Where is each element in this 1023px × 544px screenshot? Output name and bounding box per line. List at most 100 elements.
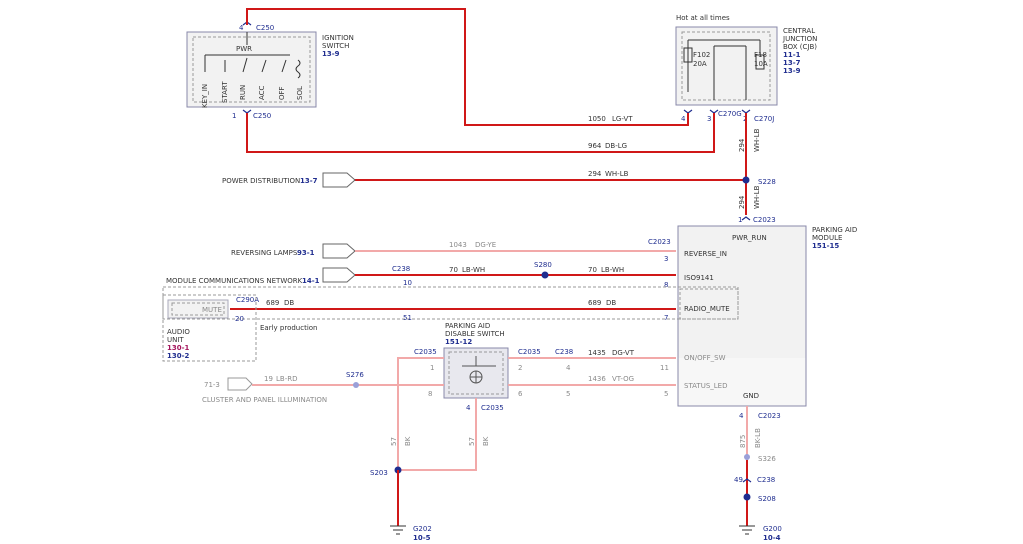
c290a-pin: 20 (235, 315, 244, 323)
disable-switch-title-l2: DISABLE SWITCH (445, 330, 505, 338)
c2035-out-pin: 2 (518, 364, 522, 372)
central-junction-box: Hot at all times F102 20A F18 10A CENTRA… (675, 14, 817, 123)
c2023-rev-pin: 3 (664, 255, 668, 263)
wire-57a-circuit: 57 (390, 437, 398, 446)
cjb-fuse2: F18 (754, 51, 767, 59)
c238-gnd-conn: C238 (757, 476, 775, 484)
pin-onoff: 11 (660, 364, 669, 372)
reversing-lamps-ref: 93-1 (297, 249, 315, 257)
splice-s280: S280 (534, 261, 552, 269)
wire-1435-color: DG-VT (612, 349, 635, 357)
wire-57a-color: BK (404, 436, 412, 446)
audio-mute-label: MUTE (202, 306, 222, 314)
cjb-title-l1: CENTRAL (783, 27, 815, 35)
ignition-switch-ref: 13-9 (322, 50, 340, 58)
wire-57b-circuit: 57 (468, 437, 476, 446)
early-production-label: Early production (260, 324, 318, 332)
c2035-bottom-conn: C2035 (481, 404, 504, 412)
audio-ref-1: 130-1 (167, 344, 190, 352)
pam-onoff-sw: ON/OFF_SW (684, 354, 726, 362)
splice-s276-dot (353, 382, 359, 388)
c250-bottom-conn: C250 (253, 112, 271, 120)
cjb-ref-2: 13-7 (783, 59, 801, 67)
middle-wires: REVERSING LAMPS 93-1 1043 DG-YE C2023 3 … (162, 238, 739, 323)
ignition-switch: PWR KEY_IN START RUN ACC OFF SOL IGNITIO… (186, 21, 354, 120)
disable-switch-ref: 151-12 (445, 338, 472, 346)
audio-title-l1: AUDIO (167, 328, 190, 336)
splice-s228: S228 (758, 178, 776, 186)
module-comm-arrow (322, 267, 356, 283)
c250-bottom-pin: 1 (232, 112, 236, 120)
pin-switch-8: 8 (428, 390, 432, 398)
c2023-gnd-pin: 4 (739, 412, 744, 420)
audio-unit-box (167, 299, 229, 319)
pam-title-l1: PARKING AID (812, 226, 857, 234)
c238-top-conn: C238 (392, 265, 410, 273)
pam-iso: ISO9141 (684, 274, 714, 282)
power-distribution-label: POWER DISTRIBUTION (222, 177, 300, 185)
switch-position-sol: SOL (296, 86, 304, 100)
pin-status: 5 (664, 390, 668, 398)
cjb-fuse1: F102 (693, 51, 710, 59)
wire-689a-circuit: 689 (266, 299, 279, 307)
cjb-hot-label: Hot at all times (676, 14, 730, 22)
splice-s208: S208 (758, 495, 776, 503)
module-comm-label: MODULE COMMUNICATIONS NETWORK (166, 277, 303, 285)
wire-689b-color: DB (606, 299, 616, 307)
pin-status-6: 6 (518, 390, 523, 398)
wire-70b-color: LB-WH (601, 266, 624, 274)
c2035-in-pin: 1 (430, 364, 434, 372)
pin-radio: 7 (664, 314, 668, 322)
power-distribution-arrow (322, 172, 356, 188)
splice-s203: S203 (370, 469, 388, 477)
pam-pwr-run: PWR_RUN (732, 234, 767, 242)
wire-294-v-color-a: WH-LB (753, 128, 761, 152)
switch-position-start: START (221, 81, 229, 103)
cjb-pin3: 3 (707, 115, 711, 123)
reversing-lamps-arrow (322, 243, 356, 259)
c2023-rev-conn: C2023 (648, 238, 671, 246)
c250-top-conn: C250 (256, 24, 274, 32)
wire-70b-circuit: 70 (588, 266, 597, 274)
wire-294-circuit: 294 (588, 170, 602, 178)
wire-1043-color: DG-YE (475, 241, 496, 249)
switch-position-run: RUN (239, 85, 247, 100)
pam-gnd: GND (743, 392, 759, 400)
wire-1436-circuit: 1436 (588, 375, 606, 383)
pam-title-l2: MODULE (812, 234, 842, 242)
pam-status-led: STATUS_LED (684, 382, 727, 390)
cjb-ref-1: 11-1 (783, 51, 801, 59)
wire-70a-color: LB-WH (462, 266, 485, 274)
wire-875-color: BK-LB (754, 428, 762, 448)
wire-1050 (246, 8, 689, 126)
cjb-fuse2-rating: 10A (754, 60, 768, 68)
c238-top-pin: 10 (403, 279, 412, 287)
pam-ref: 151-15 (812, 242, 839, 250)
wire-57-left (397, 357, 444, 470)
c238-mid-pin: 4 (566, 364, 571, 372)
ground-g200-ref: 10-4 (763, 534, 781, 542)
audio-unit: MUTE AUDIO UNIT 130-1 130-2 Early produc… (162, 294, 318, 362)
splice-s326-dot (744, 454, 750, 460)
cluster-label: CLUSTER AND PANEL ILLUMINATION (202, 396, 327, 404)
wire-689b-circuit: 689 (588, 299, 601, 307)
splice-s228-dot (742, 176, 750, 184)
wire-964-color: DB-LG (605, 142, 627, 150)
cjb-ref-3: 13-9 (783, 67, 801, 75)
c250-top-pin: 4 (239, 24, 244, 32)
wire-294-v-circuit-a: 294 (738, 138, 746, 152)
audio-unit-frame (162, 294, 257, 362)
c2035-out-conn: C2035 (518, 348, 541, 356)
disable-switch-title-l1: PARKING AID (445, 322, 490, 330)
splice-s276: S276 (346, 371, 364, 379)
c2023-top-pin: 1 (738, 216, 742, 224)
pam-reverse-in: REVERSE_IN (684, 250, 727, 258)
cjb-title-l3: BOX (CJB) (783, 43, 817, 51)
wire-19-color: LB-RD (276, 375, 297, 383)
ground-g202-ref: 10-5 (413, 534, 431, 542)
wire-19-circuit: 19 (264, 375, 273, 383)
wire-57b-color: BK (482, 436, 490, 446)
ground-g202: G202 (413, 525, 432, 533)
c2035-bottom-pin: 4 (466, 404, 471, 412)
